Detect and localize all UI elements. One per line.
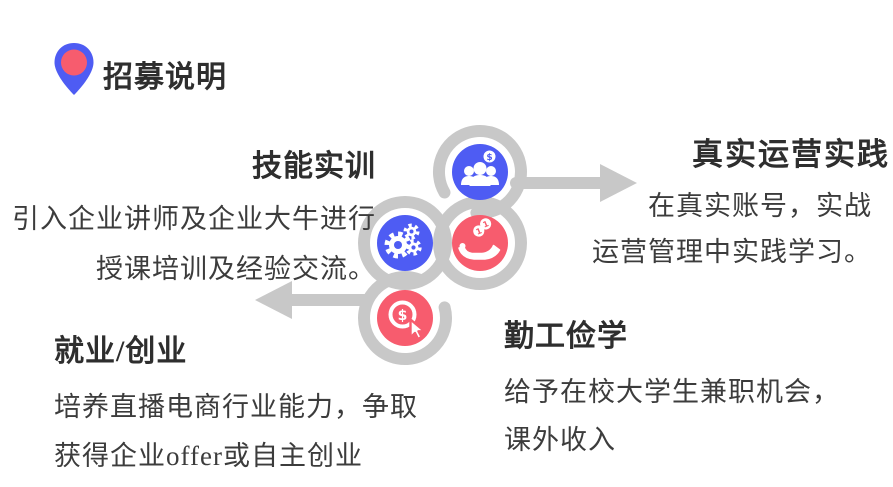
arrow-left-icon — [255, 281, 292, 319]
section-title: 真实运营实践 — [692, 137, 890, 172]
ring-click — [358, 271, 452, 366]
team-earnings-icon: $ — [452, 144, 508, 200]
section-text-line: 运营管理中实践学习。 — [592, 237, 872, 267]
hand-coins-icon: 1 1 — [452, 215, 508, 271]
page-title: 招募说明 — [103, 61, 227, 94]
section-work-study: 勤工俭学 给予在校大学生兼职机会， 课外收入 — [504, 311, 884, 464]
section-text-line: 引入企业讲师及企业大牛进行 — [12, 204, 376, 234]
map-pin-icon — [54, 43, 94, 95]
ring-gears — [358, 196, 452, 290]
section-employment: 就业/创业 培养直播电商行业能力，争取 获得企业offer或自主创业 — [54, 326, 474, 481]
svg-text:$: $ — [486, 153, 492, 163]
section-title: 勤工俭学 — [504, 320, 628, 353]
section-real-operations: 真实运营实践 在真实账号，实战 运营管理中实践学习。 — [560, 129, 890, 275]
section-text-line: 课外收入 — [504, 425, 616, 455]
section-text-line: 给予在校大学生兼职机会， — [504, 377, 840, 407]
section-title: 就业/创业 — [54, 335, 188, 368]
ring-hand — [433, 196, 527, 290]
gears-icon — [377, 215, 433, 271]
section-skills-training: 技能实训 引入企业讲师及企业大牛进行 授课培训及经验交流。 — [0, 141, 376, 294]
section-text-line: 在真实账号，实战 — [648, 191, 872, 221]
arrow-right-icon — [600, 164, 637, 202]
ring-team — [432, 124, 527, 219]
pay-per-click-icon: $ — [377, 290, 433, 346]
svg-text:1: 1 — [482, 219, 491, 230]
section-text-line: 获得企业offer或自主创业 — [54, 441, 363, 471]
svg-text:1: 1 — [475, 226, 484, 237]
section-title: 技能实训 — [252, 150, 376, 183]
section-text-line: 培养直播电商行业能力，争取 — [54, 392, 418, 422]
section-text-line: 授课培训及经验交流。 — [96, 254, 376, 284]
svg-text:$: $ — [398, 308, 408, 324]
